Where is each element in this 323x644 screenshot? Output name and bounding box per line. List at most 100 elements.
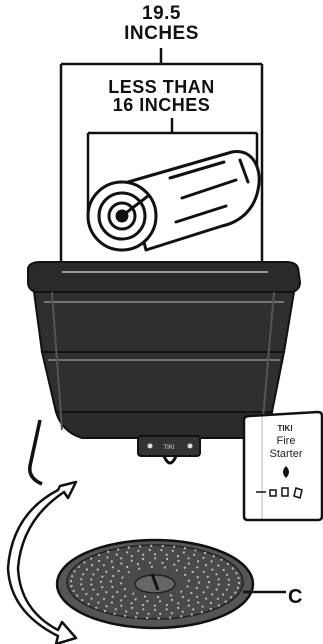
- vent-hole: [98, 554, 100, 556]
- vent-hole: [230, 596, 232, 598]
- vent-hole: [120, 599, 122, 601]
- vent-hole: [115, 608, 117, 610]
- vent-hole: [180, 591, 182, 593]
- vent-hole: [138, 568, 140, 570]
- vent-hole: [131, 560, 133, 562]
- vent-hole: [159, 613, 161, 615]
- vent-hole: [177, 560, 179, 562]
- vent-hole: [203, 571, 205, 573]
- vent-hole: [111, 560, 113, 562]
- vent-hole: [104, 610, 106, 612]
- vent-hole: [201, 611, 203, 613]
- vent-hole: [97, 593, 99, 595]
- vent-hole: [196, 596, 198, 598]
- vent-hole: [70, 580, 72, 582]
- vent-hole: [161, 562, 163, 564]
- pit-badge-text: TIKI: [163, 445, 174, 451]
- vent-hole: [183, 551, 185, 553]
- vent-hole: [80, 578, 82, 580]
- vent-hole: [169, 617, 171, 619]
- vent-hole: [228, 579, 230, 581]
- vent-hole: [101, 586, 103, 588]
- vent-hole: [76, 595, 78, 597]
- vent-hole: [217, 598, 219, 600]
- vent-hole: [142, 608, 144, 610]
- vent-hole: [105, 571, 107, 573]
- vent-hole: [225, 601, 227, 603]
- vent-hole: [82, 588, 84, 590]
- vent-hole: [106, 556, 108, 558]
- vent-hole: [188, 599, 190, 601]
- vent-hole: [218, 604, 220, 606]
- vent-hole: [149, 549, 151, 551]
- vent-hole: [90, 578, 92, 580]
- vent-hole: [126, 566, 128, 568]
- fire-starter-brand: TIKI: [277, 424, 292, 433]
- vent-hole: [192, 608, 194, 610]
- vent-hole: [210, 608, 212, 610]
- vent-hole: [100, 581, 102, 583]
- vent-hole: [226, 574, 228, 576]
- vent-hole: [177, 607, 179, 609]
- vent-hole: [184, 574, 186, 576]
- vent-hole: [207, 586, 209, 588]
- vent-hole: [90, 584, 92, 586]
- vent-hole: [92, 589, 94, 591]
- vent-hole: [211, 560, 213, 562]
- vent-hole: [202, 557, 204, 559]
- vent-hole: [166, 558, 168, 560]
- vent-hole: [164, 566, 166, 568]
- vent-hole: [142, 558, 144, 560]
- vent-hole: [142, 604, 144, 606]
- vent-hole: [111, 602, 113, 604]
- vent-hole: [135, 616, 137, 618]
- vent-hole: [210, 602, 212, 604]
- vent-hole: [128, 547, 130, 549]
- vent-hole: [220, 559, 222, 561]
- vent-hole: [205, 564, 207, 566]
- vent-hole: [228, 584, 230, 586]
- vent-hole: [213, 555, 215, 557]
- vent-hole: [81, 599, 83, 601]
- vent-hole: [101, 576, 103, 578]
- vent-hole: [124, 588, 126, 590]
- rotate-arrow-icon: [8, 482, 76, 644]
- vent-hole: [217, 564, 219, 566]
- vent-hole: [207, 576, 209, 578]
- vent-hole: [186, 585, 188, 587]
- vent-hole: [173, 546, 175, 548]
- vent-hole: [203, 591, 205, 593]
- vent-hole: [227, 563, 229, 565]
- vent-hole: [105, 605, 107, 607]
- vent-hole: [144, 595, 146, 597]
- vent-hole: [226, 589, 228, 591]
- vent-hole: [73, 590, 75, 592]
- vent-hole: [157, 596, 159, 598]
- vent-hole: [184, 547, 186, 549]
- vent-hole: [176, 569, 178, 571]
- vent-hole: [202, 605, 204, 607]
- ember-tray: [57, 540, 253, 628]
- vent-hole: [97, 602, 99, 604]
- vent-hole: [135, 598, 137, 600]
- vent-hole: [105, 591, 107, 593]
- vent-hole: [237, 577, 239, 579]
- vent-hole: [112, 566, 114, 568]
- vent-hole: [120, 605, 122, 607]
- vent-hole: [194, 549, 196, 551]
- vent-hole: [139, 545, 141, 547]
- vent-hole: [85, 593, 87, 595]
- vent-hole: [112, 575, 114, 577]
- vent-hole: [124, 615, 126, 617]
- vent-hole: [211, 569, 213, 571]
- vent-hole: [180, 615, 182, 617]
- vent-hole: [234, 592, 236, 594]
- vent-hole: [198, 582, 200, 584]
- vent-hole: [131, 555, 133, 557]
- vent-hole: [171, 599, 173, 601]
- vent-hole: [154, 557, 156, 559]
- vent-hole: [218, 578, 220, 580]
- vent-hole: [130, 602, 132, 604]
- vent-hole: [74, 570, 76, 572]
- vent-hole: [193, 554, 195, 556]
